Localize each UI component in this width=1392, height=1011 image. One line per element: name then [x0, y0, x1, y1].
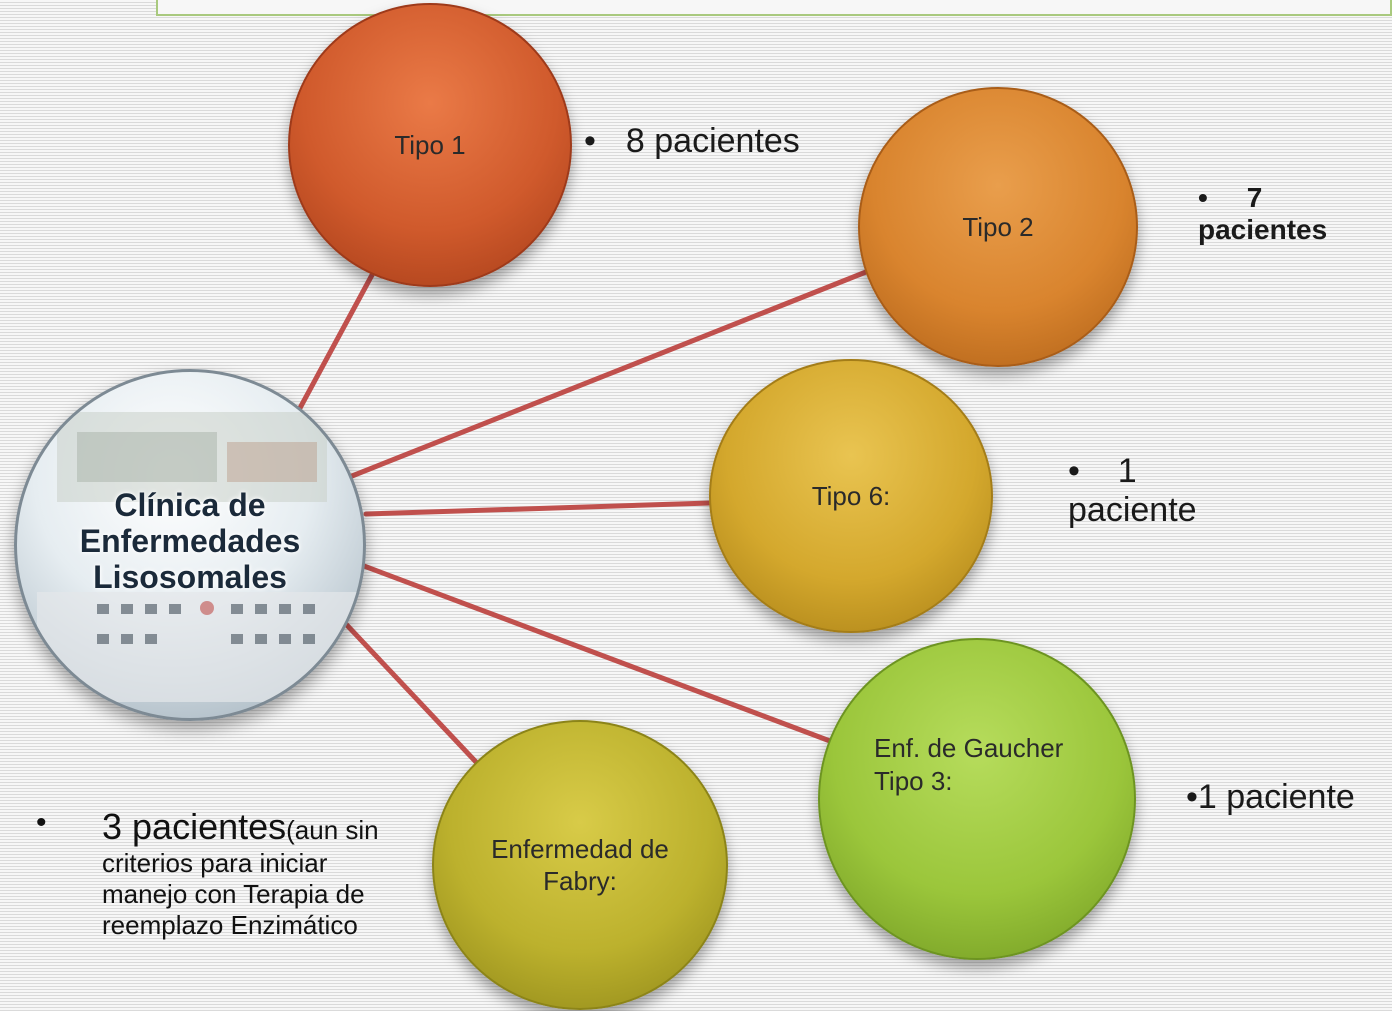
link-fabry	[341, 619, 479, 765]
note-tipo2-line1: • 7	[1198, 182, 1368, 214]
node-tipo2: Tipo 2	[858, 87, 1138, 367]
note-tipo1-text: 8 pacientes	[625, 122, 800, 160]
note-fabry-body: 3 pacientes(aun sin criterios para inici…	[102, 806, 416, 941]
node-gaucher-label-line1: Enf. de Gaucher	[874, 733, 1064, 763]
node-tipo1: Tipo 1	[288, 3, 572, 287]
hospital-photo-icon	[37, 412, 357, 702]
bullet-icon: •	[36, 806, 47, 839]
note-tipo2: • 7 pacientes	[1198, 182, 1368, 246]
node-fabry: Enfermedad de Fabry:	[432, 720, 728, 1010]
link-gaucher3	[361, 563, 833, 744]
center-title: Clínica de Enfermedades Lisosomales	[79, 487, 301, 595]
note-tipo2-count: 7	[1246, 182, 1263, 213]
bullet-icon: •	[1068, 452, 1080, 490]
center-node-clinic: Clínica de Enfermedades Lisosomales	[14, 369, 366, 721]
note-tipo6-count: 1	[1117, 452, 1137, 490]
node-fabry-label: Enfermedad de Fabry:	[491, 833, 669, 897]
note-fabry-detail: (aun sin criterios para iniciar manejo c…	[102, 815, 379, 940]
node-tipo6-label: Tipo 6:	[811, 480, 891, 511]
node-gaucher-label-line2: Tipo 3:	[874, 765, 953, 796]
note-gaucher-text: •1 paciente	[1186, 778, 1355, 816]
bullet-icon: •	[1198, 182, 1208, 213]
note-fabry-main: 3 pacientes	[102, 806, 287, 847]
node-gaucher-label: Enf. de Gaucher Tipo 3:	[874, 732, 1124, 797]
note-tipo6: • 1 paciente	[1068, 452, 1268, 530]
node-tipo6: Tipo 6:	[709, 359, 993, 633]
note-tipo2-unit: pacientes	[1198, 214, 1328, 245]
link-tipo2	[349, 265, 879, 479]
note-tipo1: • 8 pacientes	[584, 122, 800, 161]
node-tipo2-label: Tipo 2	[962, 211, 1034, 242]
link-tipo1	[297, 272, 375, 411]
note-tipo6-unit: paciente	[1068, 491, 1197, 529]
node-gaucher-tipo3: Enf. de Gaucher Tipo 3:	[818, 638, 1136, 960]
link-tipo6	[363, 500, 713, 517]
node-tipo1-label: Tipo 1	[394, 129, 466, 160]
note-fabry: • 3 pacientes(aun sin criterios para ini…	[36, 806, 416, 941]
note-gaucher-tipo3: •1 paciente	[1186, 778, 1355, 817]
note-tipo6-line1: • 1	[1068, 452, 1268, 491]
bullet-icon: •	[584, 122, 596, 160]
